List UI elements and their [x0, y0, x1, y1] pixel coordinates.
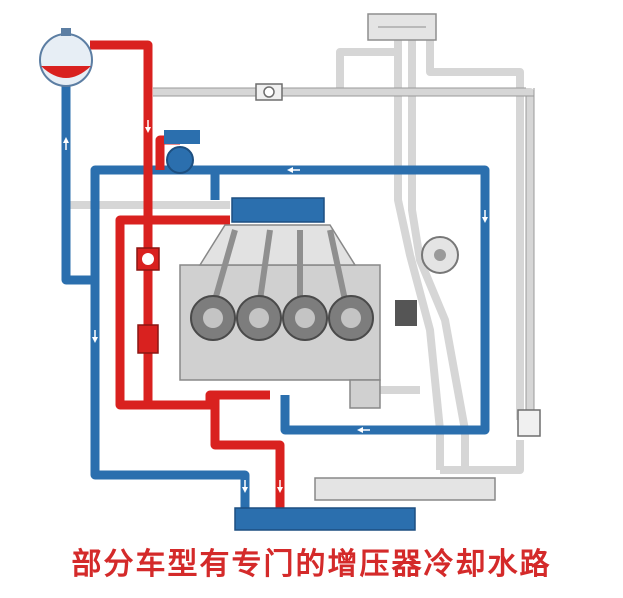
- engine-block: [179, 224, 381, 409]
- neutral-pipes-edge: [153, 87, 535, 430]
- pipe-block-out: [148, 390, 285, 510]
- pipe-bottom-right: [440, 440, 524, 474]
- diagram-caption: 部分车型有专门的增压器冷却水路: [71, 547, 552, 582]
- valve-icon: [255, 83, 283, 101]
- intercooler-bar: [314, 477, 496, 501]
- main-radiator-icon: [234, 507, 416, 531]
- heater-valve-icon: [517, 409, 541, 437]
- pipe-tank-top: [90, 40, 230, 410]
- water-pump-icon: [164, 130, 200, 174]
- thermostat-icon: [136, 247, 160, 354]
- pipe-turbo-down-b: [408, 40, 469, 470]
- pipe-heater-out: [426, 40, 524, 420]
- hot-pipes: [90, 40, 285, 510]
- cooling-circuit-diagram: [39, 13, 541, 531]
- heater-core-icon: [367, 13, 437, 41]
- radiator-icon: [231, 197, 325, 223]
- pipe-heater-loop: [336, 48, 395, 92]
- expansion-tank-icon: [39, 28, 93, 87]
- flow-arrows: [63, 120, 488, 493]
- turbocharger-icon: [395, 236, 459, 326]
- pipe-pump-in: [210, 165, 220, 200]
